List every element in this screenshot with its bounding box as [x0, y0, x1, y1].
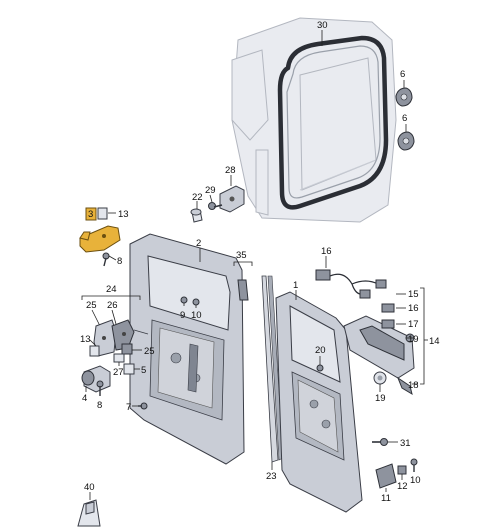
callout-28: 28 — [225, 165, 236, 176]
roller-25 — [121, 343, 133, 355]
bump-stop-lower — [397, 131, 415, 151]
nut-13-top — [97, 207, 108, 220]
seal-strip-left — [237, 279, 249, 301]
part-40 — [77, 499, 101, 527]
callout-19-lower: 19 — [375, 393, 386, 404]
screw-20 — [316, 364, 324, 372]
callout-18: 18 — [408, 380, 419, 391]
clip-10 — [192, 298, 200, 306]
callout-19-right: 19 — [408, 334, 419, 345]
door-shell-1 — [275, 291, 363, 513]
callout-7: 7 — [126, 402, 131, 413]
wiring-harness-16 — [315, 269, 387, 299]
callout-30: 30 — [317, 20, 328, 31]
screw-8-lower — [96, 380, 104, 396]
washer-27 — [113, 353, 125, 363]
grommet-19 — [373, 371, 387, 385]
callout-24: 24 — [106, 284, 117, 295]
callout-5: 5 — [141, 365, 146, 376]
callout-35: 35 — [236, 250, 247, 261]
callout-15: 15 — [408, 289, 419, 300]
callout-17: 17 — [408, 319, 419, 330]
screw-7 — [138, 402, 148, 410]
clip-9 — [180, 296, 188, 304]
screw-8-top — [102, 252, 110, 267]
callout-9: 9 — [180, 310, 185, 321]
callout-8-lower: 8 — [97, 400, 102, 411]
callout-16: 16 — [321, 246, 332, 257]
callout-22: 22 — [192, 192, 203, 203]
callout-40: 40 — [84, 482, 95, 493]
tailgate-seal — [277, 35, 389, 210]
callout-31: 31 — [400, 438, 411, 449]
callout-10-lower: 10 — [410, 475, 421, 486]
callout-13-top: 13 — [118, 209, 129, 220]
door-panel-2 — [129, 233, 245, 465]
callout-6-upper: 6 — [400, 69, 405, 80]
hinge-3-highlighted — [79, 225, 121, 253]
bump-stop-upper — [395, 87, 413, 107]
van-body — [231, 17, 397, 223]
lower-hinge-4 — [81, 365, 111, 393]
callout-11: 11 — [381, 493, 391, 504]
callout-16-right: 16 — [408, 303, 419, 314]
callout-4: 4 — [82, 393, 87, 404]
screw-10 — [410, 458, 418, 472]
highlight-box-3 — [85, 207, 97, 221]
nut-12 — [397, 465, 407, 475]
callout-29: 29 — [205, 185, 216, 196]
lock-unit — [343, 303, 415, 396]
callout-23: 23 — [266, 471, 277, 482]
callout-25-top: 25 — [86, 300, 97, 311]
callout-8-top: 8 — [117, 256, 122, 267]
callout-26: 26 — [107, 300, 118, 311]
callout-27: 27 — [113, 367, 124, 378]
callout-25-right: 25 — [144, 346, 155, 357]
callout-2: 2 — [196, 238, 201, 249]
guide-11 — [375, 463, 397, 489]
callout-1: 1 — [293, 280, 298, 291]
bracket-28 — [219, 185, 245, 213]
bolt-31 — [372, 438, 388, 446]
callout-12: 12 — [397, 481, 408, 492]
screw-29 — [208, 202, 223, 210]
callout-13-left: 13 — [80, 334, 91, 345]
callout-14: 14 — [429, 336, 440, 347]
callout-20: 20 — [315, 345, 326, 356]
callout-6-lower: 6 — [402, 113, 407, 124]
nut-13-left — [89, 345, 100, 357]
retainer-5 — [123, 363, 135, 375]
buffer-22 — [190, 208, 203, 223]
callout-10: 10 — [191, 310, 202, 321]
callout-3: 3 — [88, 209, 93, 220]
